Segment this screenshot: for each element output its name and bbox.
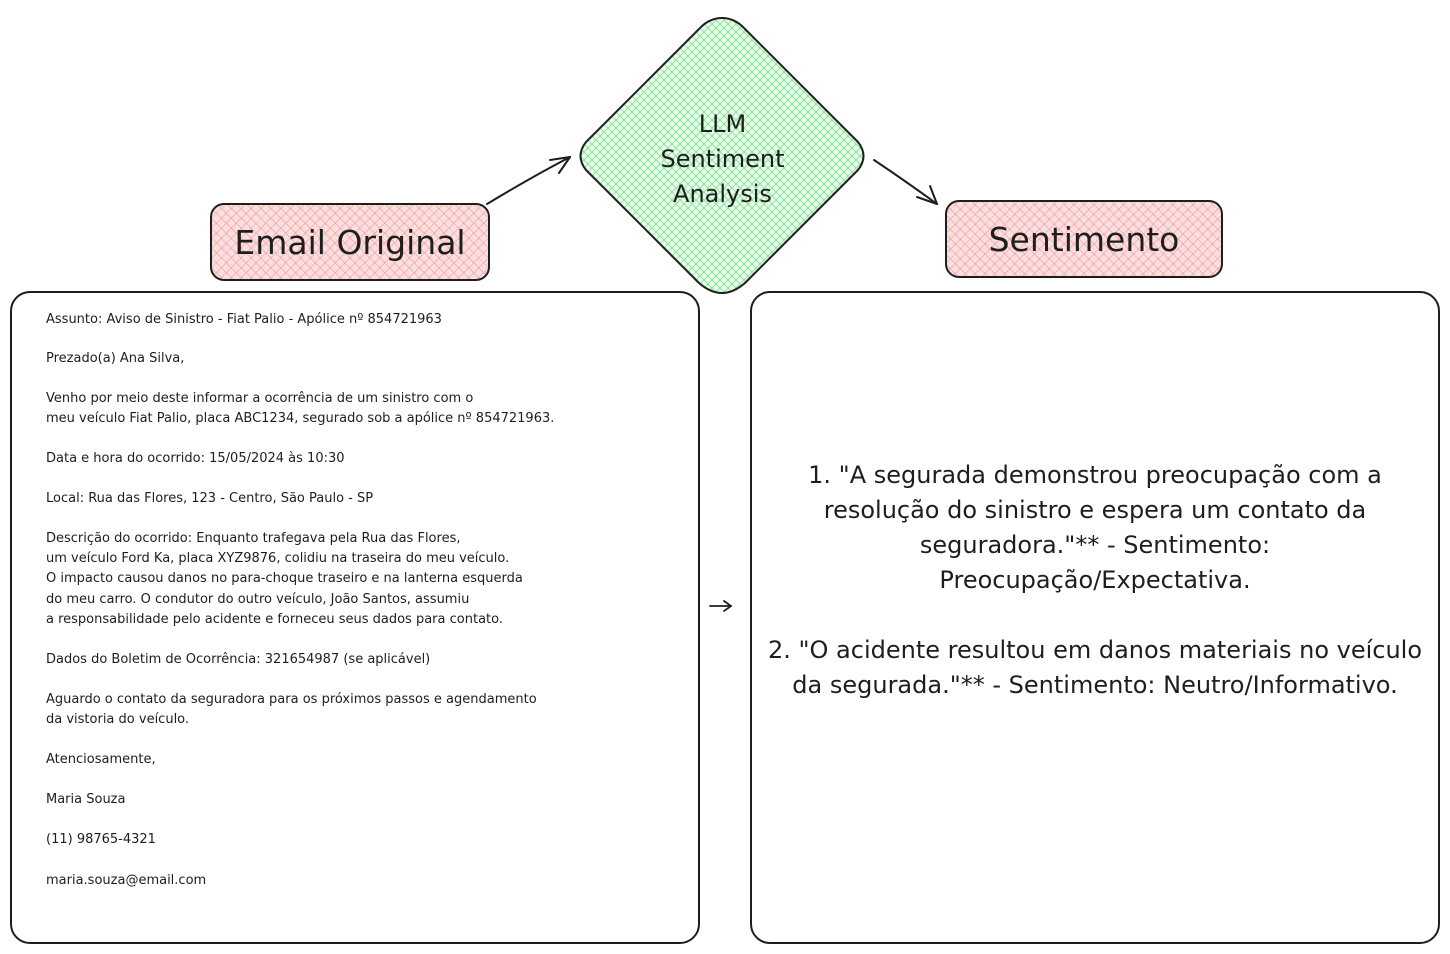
sentiment-item-2: 2. "O acidente resultou em danos materia… [767, 636, 1423, 699]
diamond-line-3: Analysis [673, 180, 772, 208]
diamond-line-2: Sentiment [660, 145, 785, 173]
email-report-line: Dados do Boletim de Ocorrência: 32165498… [46, 652, 431, 667]
email-line: um veículo Ford Ka, placa XYZ9876, colid… [46, 551, 510, 566]
email-line: meu veículo Fiat Palio, placa ABC1234, s… [46, 411, 555, 426]
arrow-llm-to-sentiment [873, 159, 938, 205]
email-location-line: Local: Rua das Flores, 123 - Centro, São… [46, 491, 374, 506]
email-closing: Atenciosamente, [46, 752, 156, 767]
email-line: Venho por meio deste informar a ocorrênc… [46, 391, 474, 406]
email-panel[interactable]: Assunto: Aviso de Sinistro - Fiat Palio … [10, 291, 700, 944]
email-sender-email: maria.souza@email.com [46, 873, 207, 888]
email-line: O impacto causou danos no para-choque tr… [46, 571, 523, 586]
sentiment-text: 1. "A segurada demonstrou preocupação co… [762, 458, 1428, 738]
email-greeting: Prezado(a) Ana Silva, [46, 351, 185, 366]
email-line: Aguardo o contato da seguradora para os … [46, 692, 537, 707]
email-line: a responsabilidade pelo acidente e forne… [46, 612, 503, 627]
arrow-email-to-sentiment-panel [709, 600, 732, 612]
sentiment-item-1: 1. "A segurada demonstrou preocupação co… [808, 461, 1382, 594]
llm-sentiment-label: LLM Sentiment Analysis [620, 107, 825, 212]
email-sender-name: Maria Souza [46, 792, 126, 807]
email-line: Descrição do ocorrido: Enquanto trafegav… [46, 531, 461, 546]
sentimento-label: Sentimento [988, 219, 1180, 259]
email-original-label: Email Original [234, 222, 466, 262]
email-line: da vistoria do veículo. [46, 712, 190, 727]
email-date-line: Data e hora do ocorrido: 15/05/2024 às 1… [46, 451, 345, 466]
arrow-email-to-llm [486, 156, 571, 205]
email-line: do meu carro. O condutor do outro veícul… [46, 592, 470, 607]
diamond-line-1: LLM [698, 110, 747, 138]
email-original-label-box[interactable]: Email Original [210, 203, 490, 281]
llm-sentiment-diamond[interactable] [579, 17, 865, 294]
sentiment-panel[interactable]: 1. "A segurada demonstrou preocupação co… [750, 291, 1440, 944]
email-sender-phone: (11) 98765-4321 [46, 832, 156, 847]
email-subject: Assunto: Aviso de Sinistro - Fiat Palio … [46, 312, 442, 327]
sentimento-label-box[interactable]: Sentimento [945, 200, 1223, 278]
